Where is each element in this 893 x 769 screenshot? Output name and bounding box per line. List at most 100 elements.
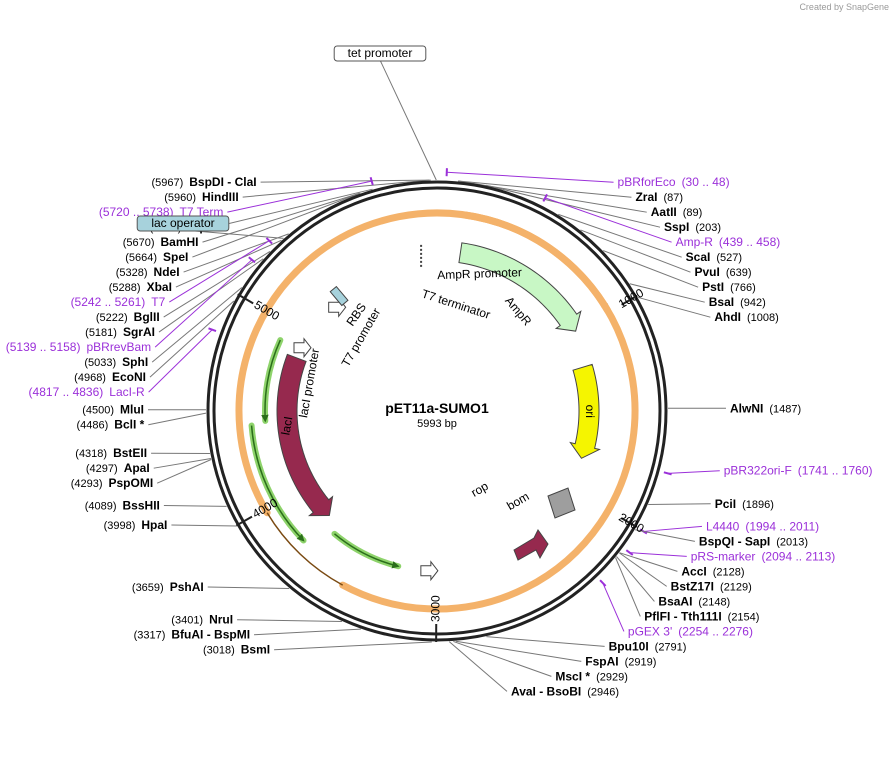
- site-label-sphi[interactable]: (5033)SphI: [84, 355, 148, 369]
- site-label-psti[interactable]: PstI(766): [702, 280, 756, 294]
- primer-label-prs-marker[interactable]: pRS-marker(2094 .. 2113): [691, 549, 836, 563]
- site-name: PvuI: [694, 265, 719, 279]
- site-name: BglII: [134, 310, 160, 324]
- leader-line: [260, 179, 431, 183]
- site-label-pspomi[interactable]: (4293)PspOMI: [71, 476, 153, 490]
- site-position: (3659): [132, 582, 164, 594]
- leader-line: [615, 557, 641, 617]
- primer-label-laci-r[interactable]: (4817 .. 4836)LacI-R: [29, 385, 145, 399]
- feature-box-tet-promoter[interactable]: [333, 45, 427, 62]
- green-track-arrow: [261, 339, 281, 423]
- leader-line: [163, 251, 271, 318]
- site-label-bfuai-bspmi[interactable]: (3317)BfuAI - BspMI: [134, 628, 250, 642]
- primer-mark: [369, 176, 374, 186]
- primer-label-t7[interactable]: (5242 .. 5261)T7: [71, 295, 166, 309]
- site-label-bsaai[interactable]: BsaAI(2148): [658, 594, 730, 608]
- site-label-acci[interactable]: AccI(2128): [681, 564, 744, 578]
- site-position: (4318): [75, 448, 107, 460]
- site-position: (5328): [116, 267, 148, 279]
- site-position: (2148): [698, 596, 730, 608]
- feature-label-bom: bom: [504, 489, 531, 513]
- site-label-xbai[interactable]: (5288)XbaI: [109, 280, 172, 294]
- site-label-aatii[interactable]: AatII(89): [651, 205, 703, 219]
- primer-label-l4440[interactable]: L4440(1994 .. 2011): [706, 519, 819, 533]
- feature-bom[interactable]: [547, 487, 576, 519]
- primer-label-pbrrevbam[interactable]: (5139 .. 5158)pBRrevBam: [6, 340, 151, 354]
- feature-laci[interactable]: [276, 353, 334, 517]
- leader-line: [153, 458, 212, 469]
- site-position: (1487): [769, 403, 801, 415]
- site-label-alwni[interactable]: AlwNI(1487): [730, 401, 801, 415]
- leader-line: [558, 213, 682, 258]
- site-name: BspQI - SapI: [699, 534, 770, 548]
- leader-line: [154, 259, 253, 348]
- site-name: MscI *: [555, 669, 590, 683]
- site-label-msci[interactable]: MscI *(2929): [555, 669, 627, 683]
- site-label-bsteii[interactable]: (4318)BstEII: [75, 446, 147, 460]
- site-label-sspi[interactable]: SspI(203): [664, 220, 721, 234]
- site-label-hpai[interactable]: (3998)HpaI: [104, 518, 168, 532]
- site-label-hindiii[interactable]: (5960)HindIII: [164, 190, 238, 204]
- site-position: (5222): [96, 312, 128, 324]
- site-position: (2946): [587, 686, 619, 698]
- site-label-avai-bsobi[interactable]: AvaI - BsoBI(2946): [511, 684, 619, 698]
- site-position: (2154): [728, 611, 760, 623]
- site-label-pvui[interactable]: PvuI(639): [694, 265, 751, 279]
- leader-line: [254, 628, 361, 636]
- site-name: AccI: [681, 564, 706, 578]
- leader-line: [455, 640, 582, 662]
- primer-label-pbr322ori-f[interactable]: pBR322ori-F(1741 .. 1760): [724, 464, 873, 478]
- leader-line: [602, 582, 625, 632]
- site-label-ahdi[interactable]: AhdI(1008): [714, 310, 778, 324]
- site-label-pflfi-tth111i[interactable]: PflFI - Tth111I(2154): [644, 609, 759, 623]
- leader-line: [448, 641, 508, 692]
- primer-label-pbrforeco[interactable]: pBRforEco(30 .. 48): [618, 175, 730, 189]
- primer-label-pgex-3[interactable]: pGEX 3'(2254 .. 2276): [628, 624, 753, 638]
- site-label-bstz17i[interactable]: BstZ17I(2129): [671, 579, 752, 593]
- site-label-apai[interactable]: (4297)ApaI: [86, 461, 150, 475]
- tick-5000: [237, 293, 254, 305]
- site-label-bsai[interactable]: BsaI(942): [709, 295, 766, 309]
- leader-line: [638, 296, 711, 318]
- site-label-nrui[interactable]: (3401)NruI: [171, 613, 233, 627]
- site-label-scai[interactable]: ScaI(527): [686, 250, 742, 264]
- primer-label-amp-r[interactable]: Amp-R(439 .. 458): [676, 235, 781, 249]
- feature-laci-promoter[interactable]: [293, 337, 312, 359]
- site-label-bspdi-clai[interactable]: (5967)BspDI - ClaI: [151, 175, 256, 189]
- primer-name: L4440: [706, 519, 740, 533]
- site-label-pshai[interactable]: (3659)PshAI: [132, 580, 204, 594]
- site-label-bglii[interactable]: (5222) BglII: [96, 310, 160, 324]
- site-label-bcli[interactable]: (4486)BclI *: [77, 418, 145, 432]
- site-label-econi[interactable]: (4968)EcoNI: [74, 370, 146, 384]
- site-label-spei[interactable]: (5664)SpeI: [125, 250, 188, 264]
- site-label-ndei[interactable]: (5328)NdeI: [116, 265, 180, 279]
- primer-mark: [625, 549, 634, 556]
- site-label-pcii[interactable]: PciI(1896): [715, 497, 774, 511]
- leader-line: [616, 556, 655, 602]
- site-label-bspqi-sapi[interactable]: BspQI - SapI(2013): [699, 534, 808, 548]
- leader-line: [274, 641, 432, 651]
- site-label-bsmi[interactable]: (3018)BsmI: [203, 643, 270, 657]
- leader-line: [457, 180, 632, 198]
- primer-name: (4817 .. 4836): [29, 385, 104, 399]
- site-label-sgrai[interactable]: (5181)SgrAI: [85, 325, 155, 339]
- site-label-bpu10i[interactable]: Bpu10I(2791): [609, 639, 687, 653]
- leader-line: [158, 258, 264, 333]
- site-label-fspai[interactable]: FspAI(2919): [585, 654, 656, 668]
- site-label-zrai[interactable]: ZraI(87): [635, 190, 683, 204]
- feature-rop[interactable]: [513, 529, 549, 561]
- feature-label-ori: ori: [583, 405, 597, 418]
- primer-range: pBRrevBam: [86, 340, 151, 354]
- site-label-bamhi[interactable]: (5670)BamHI: [123, 235, 199, 249]
- feature-box-lac-operator[interactable]: [136, 215, 230, 232]
- primer-name: pGEX 3': [628, 624, 672, 638]
- site-label-mlui[interactable]: (4500)MluI: [82, 403, 144, 417]
- feature-ampr[interactable]: [458, 242, 582, 332]
- leader-line: [237, 619, 342, 623]
- labels: pBRforEco(30 .. 48)ZraI(87)AatII(89)SspI…: [6, 45, 873, 698]
- feature-rbs[interactable]: [329, 285, 349, 307]
- feature-ampr-promoter[interactable]: [420, 560, 439, 582]
- site-label-bsshii[interactable]: (4089)BssHII: [85, 499, 160, 513]
- feature-ori[interactable]: [569, 363, 601, 459]
- leader-line: [446, 171, 614, 183]
